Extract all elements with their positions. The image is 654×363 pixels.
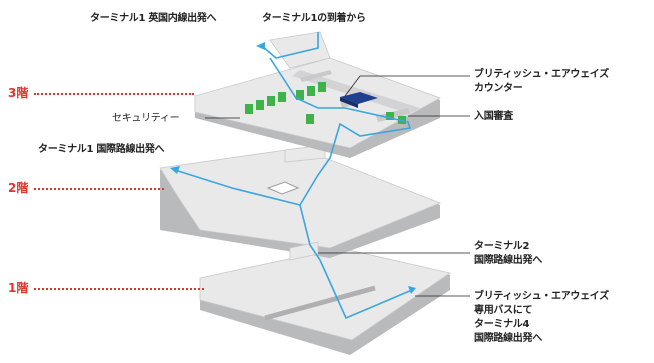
top-arrival-label: ターミナル1の到着から bbox=[262, 13, 366, 24]
ba-bus-label-3: ターミナル4 bbox=[474, 319, 530, 330]
t2-label-2: 国際路線出発へ bbox=[474, 255, 542, 266]
ba-bus-label-2: 専用バスにて bbox=[474, 305, 533, 316]
route-arrows bbox=[170, 42, 416, 294]
route-lines bbox=[174, 32, 413, 320]
floor-1f-dotted-line bbox=[34, 288, 204, 290]
floor-3-slab bbox=[194, 31, 441, 158]
ba-counter bbox=[340, 92, 378, 108]
arrow-icon bbox=[408, 286, 416, 294]
immigration-label: 入国審査 bbox=[474, 111, 513, 122]
floor-label-3f: 3階 bbox=[8, 86, 29, 100]
floor-1-slab bbox=[199, 242, 451, 355]
security-label: セキュリティー bbox=[112, 113, 180, 124]
ba-bus-label-4: 国際路線出発へ bbox=[474, 333, 542, 344]
ba-counter-label-2: カウンター bbox=[474, 83, 523, 94]
t1-intl-departure-label: ターミナル1 国際路線出発へ bbox=[38, 144, 165, 155]
floor-3f-dotted-line bbox=[34, 93, 194, 95]
ba-bus-label-1: ブリティッシュ・エアウェイズ bbox=[474, 291, 609, 302]
floor-2-slab bbox=[159, 144, 442, 261]
t2-label-1: ターミナル2 bbox=[474, 241, 530, 252]
arrow-icon bbox=[170, 166, 180, 174]
leader-lines bbox=[205, 75, 470, 297]
security-booths bbox=[245, 82, 326, 124]
floor-label-2f: 2階 bbox=[8, 181, 29, 195]
floor-label-1f: 1階 bbox=[8, 281, 29, 295]
top-departure-label: ターミナル1 英国内線出発へ bbox=[90, 13, 217, 24]
ba-counter-label-1: ブリティッシュ・エアウェイズ bbox=[474, 69, 609, 80]
arrow-icon bbox=[256, 42, 265, 50]
floor-2f-dotted-line bbox=[34, 188, 164, 190]
